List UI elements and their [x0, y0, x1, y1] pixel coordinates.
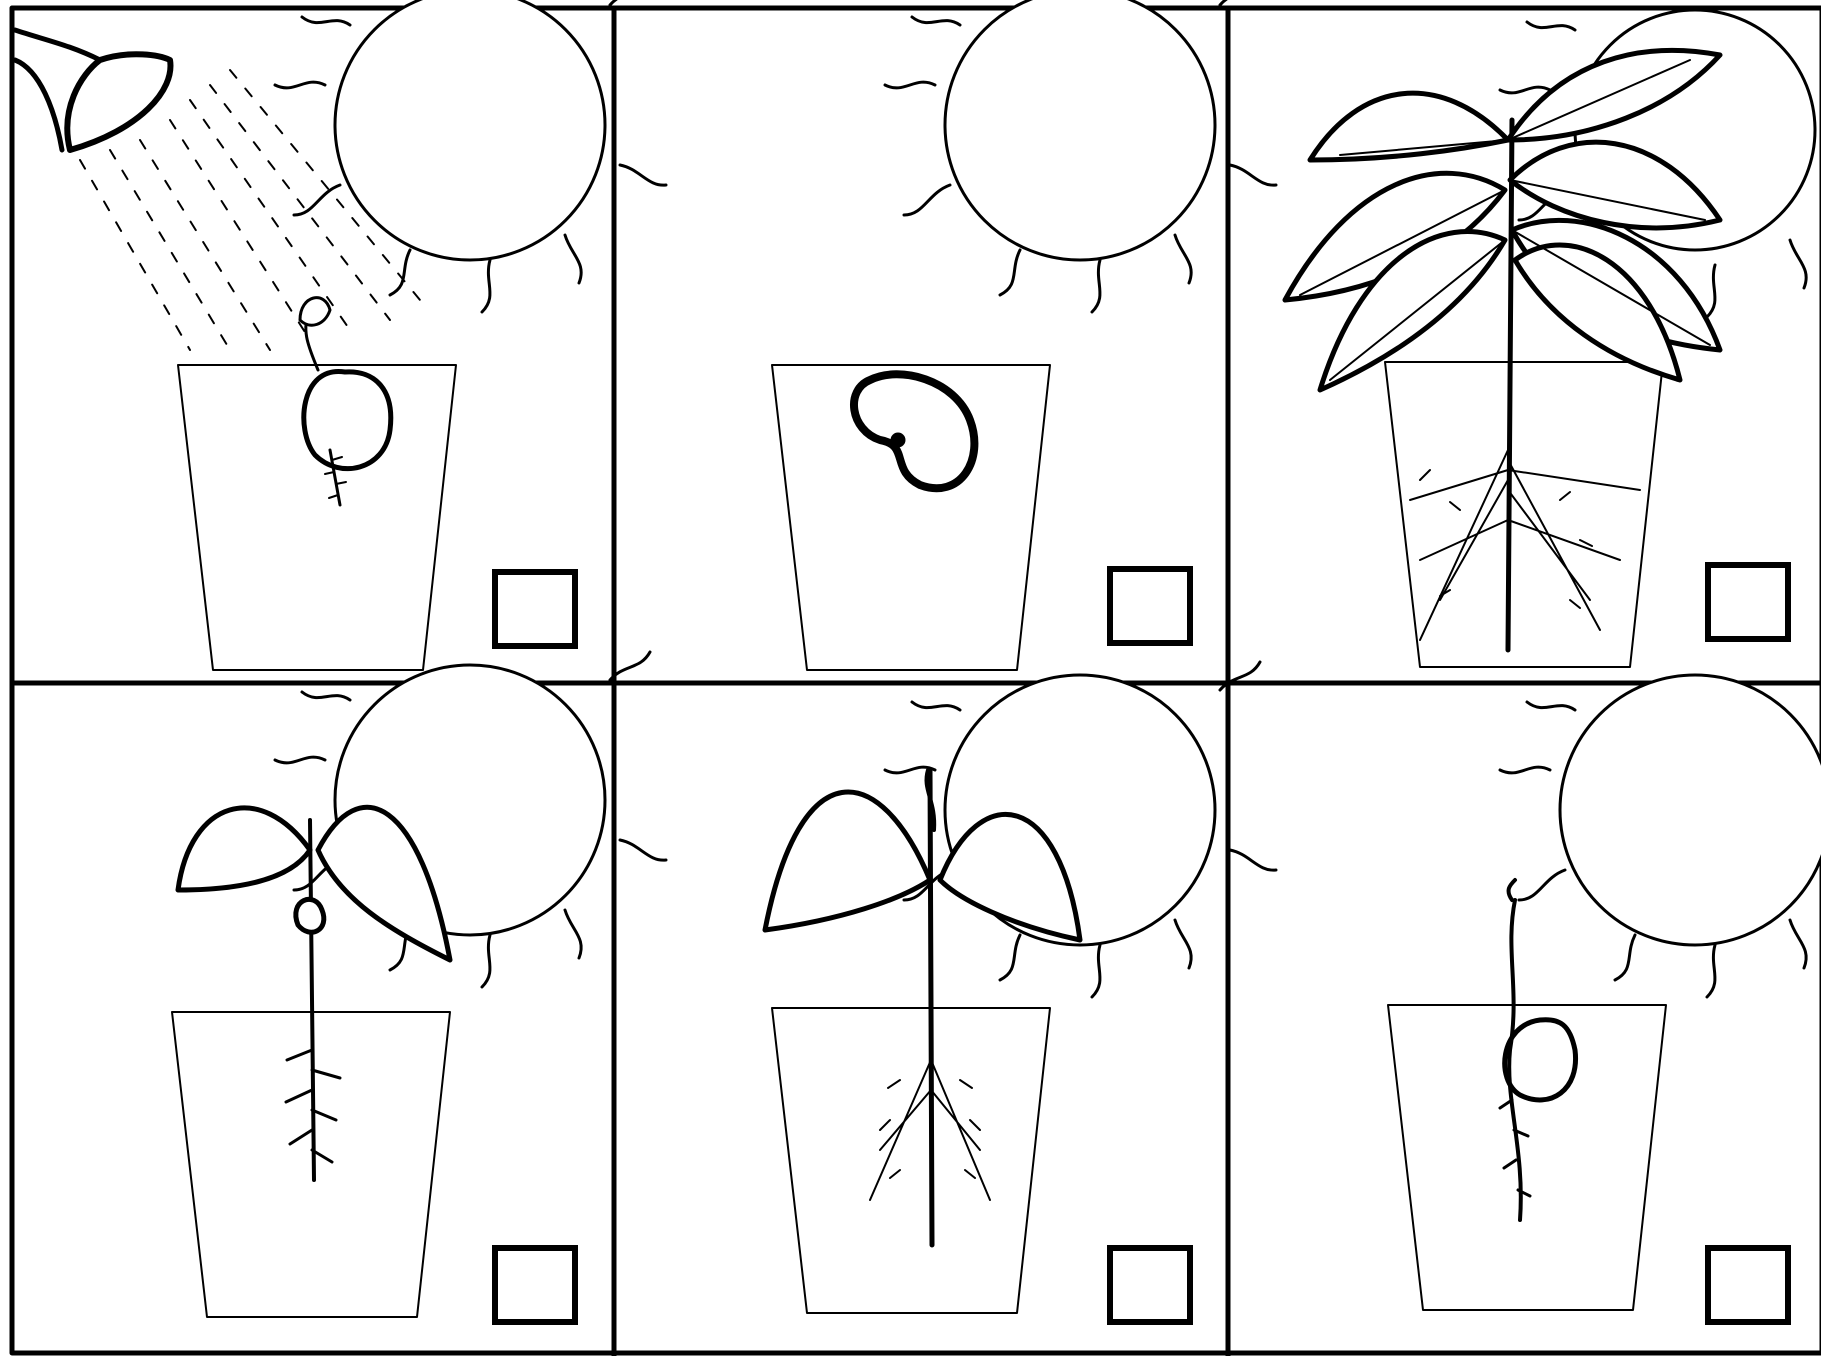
- answer-box[interactable]: [1110, 1248, 1190, 1322]
- flower-pot: [772, 1008, 1050, 1313]
- bean-seed-icon: [854, 374, 974, 488]
- sun-icon: [885, 662, 1276, 997]
- panel-6-germinating-seed: [1388, 662, 1821, 1322]
- flower-pot: [1385, 362, 1663, 667]
- sun-icon: [885, 0, 1276, 312]
- sprouting-seed-icon: [300, 298, 391, 505]
- panel-1-sprouting-seed: [15, 0, 666, 670]
- answer-box[interactable]: [495, 572, 575, 646]
- panel-4-seedling: [172, 652, 666, 1322]
- answer-box[interactable]: [1708, 1248, 1788, 1322]
- germinating-seed-icon: [1500, 880, 1576, 1220]
- root-system: [1410, 450, 1640, 640]
- panel-5-young-plant: [765, 662, 1276, 1322]
- seedling-icon: [178, 807, 450, 1180]
- answer-box[interactable]: [1708, 565, 1788, 639]
- answer-box[interactable]: [495, 1248, 575, 1322]
- sun-icon: [275, 0, 666, 312]
- sun-icon: [275, 652, 666, 987]
- answer-box[interactable]: [1110, 569, 1190, 643]
- sun-icon: [1500, 662, 1821, 997]
- panel-3-mature-plant: [1285, 0, 1821, 667]
- panel-2-bean-seed: [772, 0, 1276, 670]
